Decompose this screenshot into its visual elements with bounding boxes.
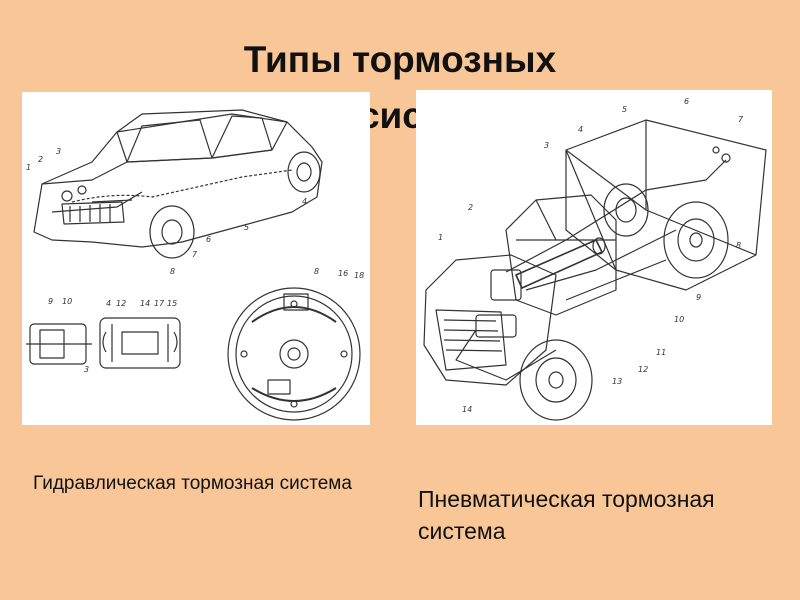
car-grille (61, 201, 125, 225)
callout-car-2: 2 (38, 155, 43, 164)
callout-pn-7: 7 (738, 115, 744, 124)
hydraulic-diagram: 1 2 3 4 5 6 7 8 9 10 4 12 14 17 15 3 8 1… (26, 109, 364, 421)
air-line (505, 159, 727, 273)
callout-drum-18: 18 (354, 271, 364, 280)
callout-cyl-3: 3 (84, 365, 89, 374)
callout-cyl-14: 14 (140, 299, 150, 308)
caption-pneumatic: Пневматическая тормозная система (418, 486, 715, 544)
callout-car-7: 7 (192, 250, 198, 259)
title-line-1: Типы тормозных (243, 39, 557, 80)
truck-front-wheel (519, 339, 593, 421)
callout-pn-13: 13 (612, 377, 622, 386)
brake-drum (227, 287, 361, 421)
callout-pn-1: 1 (438, 233, 443, 242)
callout-car-3: 3 (56, 147, 61, 156)
wheel-cylinder-2 (99, 317, 181, 369)
callout-pn-10: 10 (674, 315, 684, 324)
callout-car-4: 4 (302, 197, 307, 206)
caption-hydraulic: Гидравлическая тормозная система (33, 473, 352, 494)
truck-rear-wheel (663, 201, 729, 279)
pneumatic-diagram-panel: 1 2 3 4 5 6 7 8 9 10 11 12 13 14 (416, 90, 772, 425)
pneumatic-diagram: 1 2 3 4 5 6 7 8 9 10 11 12 13 14 (423, 97, 767, 421)
callout-car-6: 6 (206, 235, 211, 244)
callout-car-8: 8 (170, 267, 175, 276)
callout-drum-8: 8 (314, 267, 319, 276)
callout-drum-16: 16 (338, 269, 348, 278)
car-roof (116, 113, 288, 163)
callout-pn-2: 2 (468, 203, 473, 212)
car-body-outline (33, 109, 323, 248)
hydraulic-diagram-panel: 1 2 3 4 5 6 7 8 9 10 4 12 14 17 15 3 8 1… (22, 92, 370, 425)
callout-car-1: 1 (26, 163, 31, 172)
truck-cab (505, 194, 617, 316)
callout-cyl-12: 12 (116, 299, 126, 308)
callout-cyl-10: 10 (62, 297, 72, 306)
callout-cyl-4: 4 (106, 299, 111, 308)
callout-car-5: 5 (244, 223, 249, 232)
brake-line (71, 169, 293, 203)
callout-pn-4: 4 (578, 125, 583, 134)
truck-bed (565, 119, 767, 291)
callout-pn-11: 11 (656, 348, 666, 357)
callout-pn-14: 14 (462, 405, 472, 414)
callout-pn-8: 8 (736, 241, 741, 250)
callout-pn-3: 3 (544, 141, 549, 150)
car-windshield (126, 119, 213, 163)
truck-hood (423, 254, 557, 386)
callout-pn-9: 9 (696, 293, 701, 302)
car-rear-wheel (287, 151, 321, 193)
callout-pn-6: 6 (684, 97, 689, 106)
callout-cyl-15: 15 (167, 299, 177, 308)
car-front-wheel (149, 205, 195, 259)
callout-pn-5: 5 (622, 105, 627, 114)
callout-cyl-17: 17 (154, 299, 165, 308)
air-cylinder (515, 239, 603, 289)
callout-pn-12: 12 (638, 365, 648, 374)
callout-cyl-9: 9 (48, 297, 53, 306)
